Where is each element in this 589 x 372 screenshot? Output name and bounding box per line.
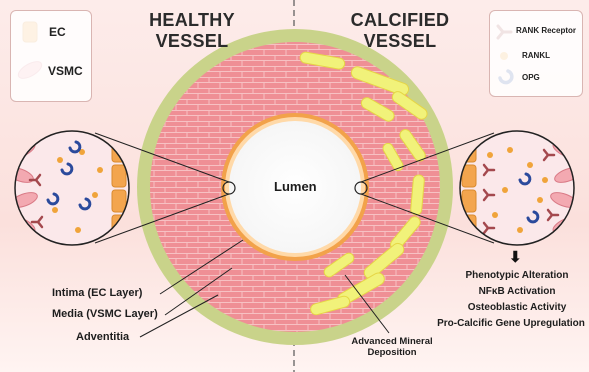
mineral-deposition-line1: Advanced Mineral: [346, 336, 438, 347]
legend-ec-label: EC: [49, 25, 66, 39]
legend-opg-label: OPG: [522, 73, 540, 82]
calcified-title-line1: CALCIFIED: [330, 10, 470, 31]
healthy-title-line2: VESSEL: [132, 31, 252, 52]
legend-rank-receptor-label: RANK Receptor: [516, 26, 576, 35]
mineral-deposition-line2: Deposition: [346, 347, 438, 358]
intima-label: Intima (EC Layer): [52, 287, 142, 299]
healthy-title: HEALTHY VESSEL: [132, 10, 252, 52]
healthy-title-line1: HEALTHY: [132, 10, 252, 31]
effect-phenotypic: Phenotypic Alteration: [450, 270, 584, 281]
effect-nfkb: NFκB Activation: [450, 286, 584, 297]
effect-osteoblastic: Osteoblastic Activity: [450, 302, 584, 313]
effect-procalcific: Pro-Calcific Gene Upregulation: [436, 318, 586, 329]
left-magnifier: [5, 125, 140, 255]
media-label: Media (VSMC Layer): [52, 308, 158, 320]
legend-cells: [10, 10, 92, 102]
mineral-deposition-label: Advanced Mineral Deposition: [346, 336, 438, 358]
adventitia-label: Adventitia: [76, 331, 129, 343]
lumen-label: Lumen: [274, 179, 317, 194]
calcified-title-line2: VESSEL: [330, 31, 470, 52]
down-arrow-icon: ⬇: [509, 250, 522, 265]
legend-vsmc-label: VSMC: [48, 64, 83, 78]
calcified-title: CALCIFIED VESSEL: [330, 10, 470, 52]
legend-rankl-label: RANKL: [522, 51, 550, 60]
